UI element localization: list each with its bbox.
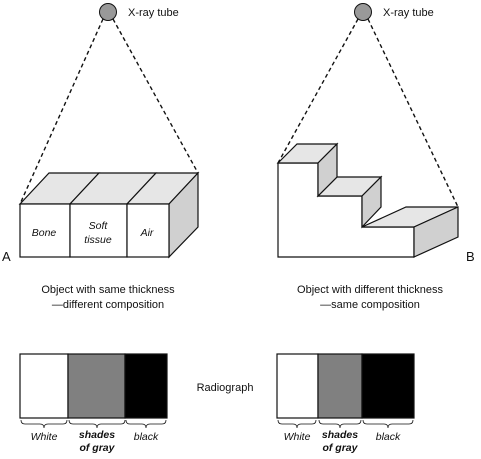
xray-tube-b-label: X-ray tube (383, 7, 434, 19)
radiograph-label: Radiograph (197, 382, 254, 394)
block-a-front-bone (19, 203, 71, 258)
block-a-front-air (126, 203, 170, 258)
strip-a-bracket-black (125, 419, 167, 429)
beam-line-a-right (112, 18, 199, 174)
strip-b-bracket-black (362, 419, 414, 429)
strip-a-bracket-white (20, 419, 68, 429)
stairs-riser-2 (361, 175, 382, 229)
strip-b-bracket-gray (318, 419, 362, 429)
panel-a-caption-line2: —different composition (52, 299, 164, 311)
strip-b-black (361, 353, 415, 419)
strip-a-bracket-gray (68, 419, 126, 429)
strip-a-label-shades: shades (79, 429, 115, 441)
radiograph-strip-a: White shades of gray black (19, 353, 168, 454)
strip-a-label-black: black (134, 431, 159, 443)
panel-b-caption-line2: —same composition (320, 299, 420, 311)
segment-label-tissue: tissue (84, 234, 112, 246)
panel-a-letter: A (2, 249, 11, 264)
strip-a-label-white: White (31, 431, 58, 443)
beam-line-b-left (277, 18, 359, 164)
strip-b-white (276, 353, 319, 419)
strip-b-bracket-white (277, 419, 317, 429)
xray-tube-a-icon (99, 3, 117, 21)
segment-label-bone: Bone (32, 227, 57, 239)
panel-b-caption-line1: Object with different thickness (297, 284, 443, 296)
stairs-riser-3 (413, 206, 459, 258)
panel-b: X-ray tube B Object with different thick… (276, 3, 475, 311)
strip-a-gray (67, 353, 126, 419)
strip-b-label-shades: shades (322, 429, 358, 441)
strip-b-gray (317, 353, 363, 419)
stairs-riser-1 (317, 142, 338, 198)
strip-b-label-black: black (376, 431, 401, 443)
segment-label-air: Air (140, 227, 154, 239)
panel-a: X-ray tube Bone Soft tissue Air A Object… (2, 3, 200, 311)
segment-label-soft: Soft (89, 220, 109, 232)
beam-line-a-left (19, 18, 104, 205)
strip-a-white (19, 353, 69, 419)
xray-tube-b-icon (354, 3, 372, 21)
strip-b-label-white: White (284, 431, 311, 443)
strip-a-black (124, 353, 168, 419)
strip-b-label-of-gray: of gray (322, 442, 358, 454)
strip-a-label-of-gray: of gray (79, 442, 115, 454)
xray-tube-a-label: X-ray tube (128, 7, 179, 19)
panel-a-caption-line1: Object with same thickness (41, 284, 175, 296)
radiograph-strip-b: White shades of gray black (276, 353, 415, 454)
panel-b-letter: B (466, 249, 475, 264)
